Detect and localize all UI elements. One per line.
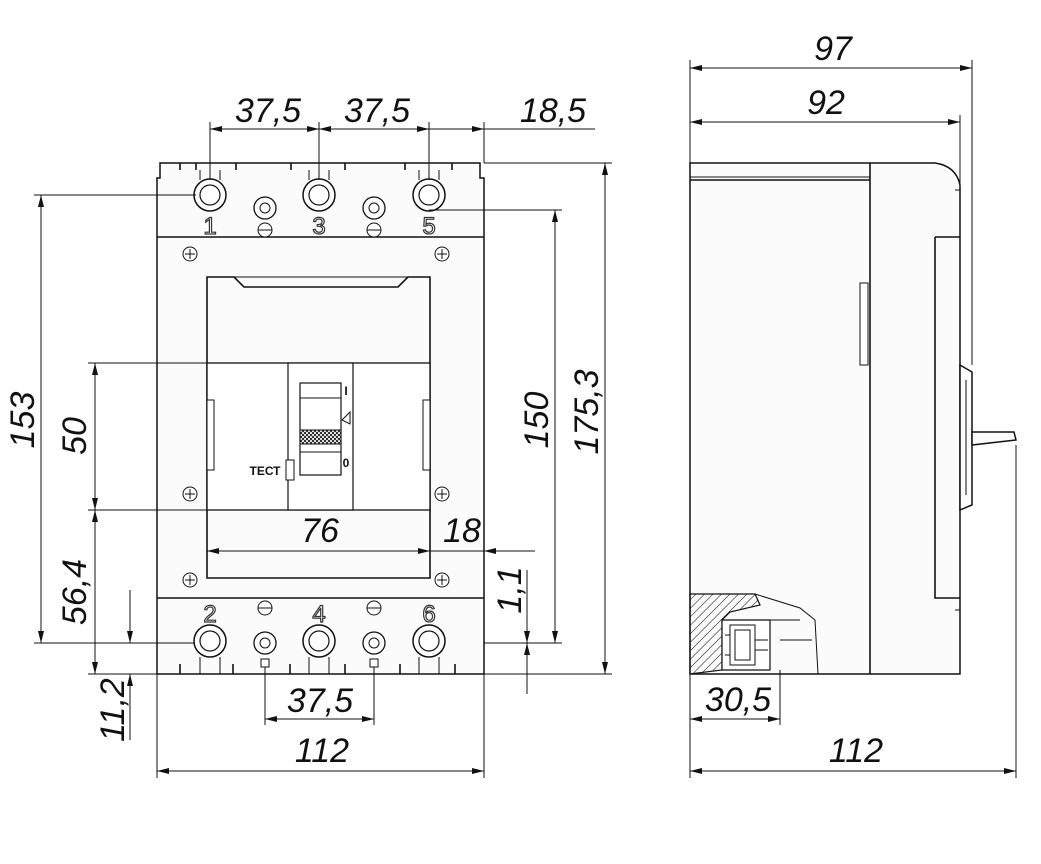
terminal-number-3: 3 [312,213,325,240]
dim-top-37-5-a: 37,5 [235,92,301,130]
front-dimensions: 37,5 37,5 18,5 153 50 56,4 11,2 150 175,… [4,92,612,778]
front-view: 1 3 5 ТЕСТ I 0 2 4 6 [156,162,485,675]
dim-97: 97 [814,30,853,68]
terminal-top-3 [302,170,336,212]
terminal-number-6: 6 [422,601,435,628]
terminal-number-1: 1 [203,213,216,240]
dim-1-1: 1,1 [491,566,529,613]
test-label: ТЕСТ [249,464,281,478]
side-handle-lever [971,431,1017,446]
dim-153: 153 [4,392,42,449]
terminal-clamp [729,624,756,666]
terminal-section-hatch [689,593,761,675]
dim-150: 150 [518,392,556,449]
dim-175-3: 175,3 [568,369,606,454]
terminal-bottom-6 [412,624,446,674]
side-view [689,162,1017,675]
side-body-outline [689,162,961,675]
dim-92: 92 [807,84,845,122]
switch-mark-on: I [344,384,347,398]
dim-30-5: 30,5 [705,681,771,719]
side-dimensions: 97 92 30,5 112 [689,30,1017,778]
screw-top-a [253,196,277,238]
terminal-number-2: 2 [203,601,216,628]
terminal-number-4: 4 [312,601,325,628]
dim-side-112: 112 [829,732,883,770]
screw-bottom-a [253,600,277,668]
cover-screws [182,246,450,588]
terminal-bottom-4 [302,624,336,674]
screw-top-b [362,196,386,238]
terminal-bottom-2 [193,624,227,674]
dim-top-37-5-b: 37,5 [344,92,410,130]
dim-bottom-37-5: 37,5 [287,682,353,720]
side-latch [859,282,869,366]
dim-18: 18 [443,512,481,550]
dim-50: 50 [56,417,94,455]
switch-mark-off: 0 [343,456,350,470]
dim-11-2: 11,2 [94,678,132,742]
terminal-top-1 [193,170,227,212]
switch-arrow-icon [341,410,351,425]
terminal-number-5: 5 [422,213,435,240]
dim-top-18-5: 18,5 [520,92,586,130]
test-button [285,459,295,481]
toggle-handle [299,382,342,476]
dim-front-112: 112 [295,732,349,770]
dim-56-4: 56,4 [56,559,94,625]
dim-76: 76 [301,512,339,550]
handle-grip [299,429,342,445]
